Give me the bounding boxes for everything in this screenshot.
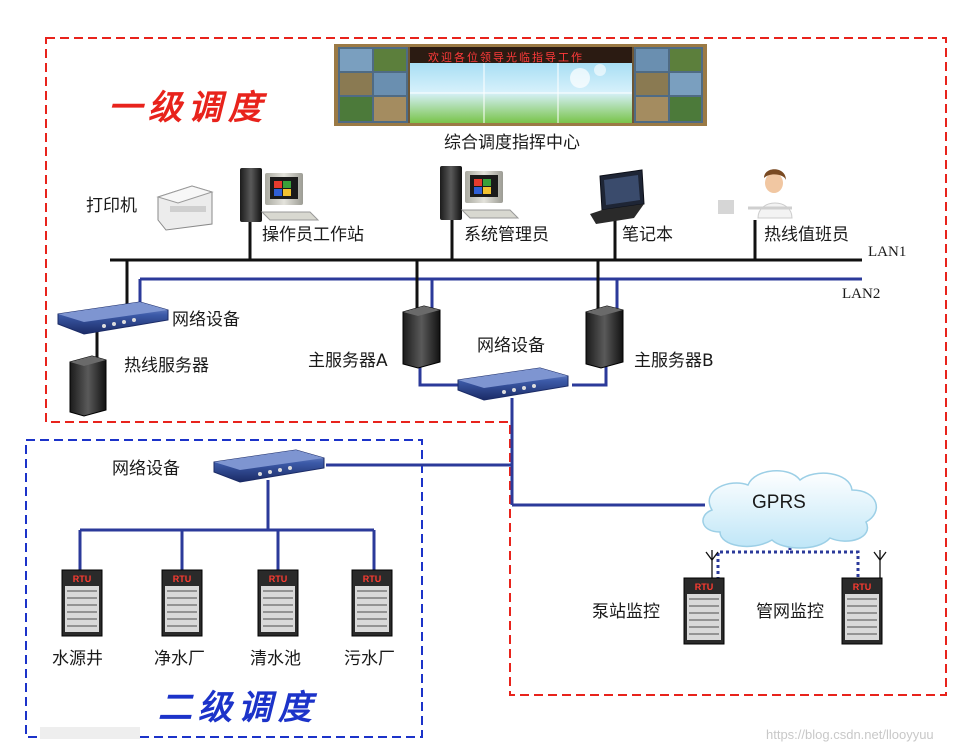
server-a-icon xyxy=(402,305,441,369)
rtu-label: RTU xyxy=(269,574,288,584)
network-device-level2-label: 网络设备 xyxy=(112,459,180,479)
watermark: https://blog.csdn.net/llooyyuu xyxy=(766,727,934,742)
rtu-label: RTU xyxy=(363,574,382,584)
rtu-label: RTU xyxy=(695,582,714,592)
hotline-server-label: 热线服务器 xyxy=(124,356,209,376)
water-source-label: 水源井 xyxy=(52,649,103,669)
server-b-label: 主服务器B xyxy=(634,351,714,371)
network-device-level2-icon xyxy=(213,449,325,483)
lan1-label: LAN1 xyxy=(868,244,907,260)
command-center-label: 综合调度指挥中心 xyxy=(444,133,580,153)
system-admin-label: 系统管理员 xyxy=(464,225,549,245)
video-wall xyxy=(334,44,707,126)
rtu-group: RTU RTU RTU RTU RTU RTU xyxy=(61,569,883,645)
hotline-operator-label: 热线值班员 xyxy=(764,225,849,245)
lan2-label: LAN2 xyxy=(842,286,881,302)
water-plant-label: 净水厂 xyxy=(154,649,205,669)
network-device-center-label: 网络设备 xyxy=(477,336,545,356)
level1-boundary xyxy=(45,37,947,696)
video-wall-banner: 欢迎各位领导光临指导工作 xyxy=(428,51,584,64)
level1-title: 一级调度 xyxy=(108,88,268,128)
level2-title: 二级调度 xyxy=(158,688,318,728)
rtu-water-source-icon: RTU xyxy=(61,569,103,637)
rtu-sewage-plant-icon: RTU xyxy=(351,569,393,637)
network-device-left-label: 网络设备 xyxy=(172,310,240,330)
clear-pool-label: 清水池 xyxy=(250,649,301,669)
rtu-label: RTU xyxy=(73,574,92,584)
system-admin-workstation-icon xyxy=(440,166,520,220)
pipe-network-label: 管网监控 xyxy=(756,602,824,622)
laptop-label: 笔记本 xyxy=(622,225,673,245)
operator-workstation-label: 操作员工作站 xyxy=(262,225,364,245)
server-a-label: 主服务器A xyxy=(308,351,388,371)
sewage-plant-label: 污水厂 xyxy=(344,649,395,669)
network-device-left-icon xyxy=(57,301,169,335)
laptop-icon xyxy=(590,169,645,224)
printer-label: 打印机 xyxy=(86,196,137,216)
rtu-label: RTU xyxy=(173,574,192,584)
pump-station-label: 泵站监控 xyxy=(592,602,660,622)
gprs-label: GPRS xyxy=(752,492,806,513)
rtu-water-plant-icon: RTU xyxy=(161,569,203,637)
hotline-server-icon xyxy=(69,355,107,417)
gprs-cloud xyxy=(702,469,877,549)
level2-boundary xyxy=(25,439,423,738)
rtu-clear-pool-icon: RTU xyxy=(257,569,299,637)
operator-workstation-icon xyxy=(240,168,320,222)
rtu-label: RTU xyxy=(853,582,872,592)
server-b-icon xyxy=(585,305,624,369)
rtu-pipe-network-icon: RTU xyxy=(841,577,883,645)
network-device-center-icon xyxy=(457,367,569,401)
hotline-operator-icon xyxy=(718,169,793,219)
rtu-pump-station-icon: RTU xyxy=(683,577,725,645)
printer-icon xyxy=(156,185,214,231)
